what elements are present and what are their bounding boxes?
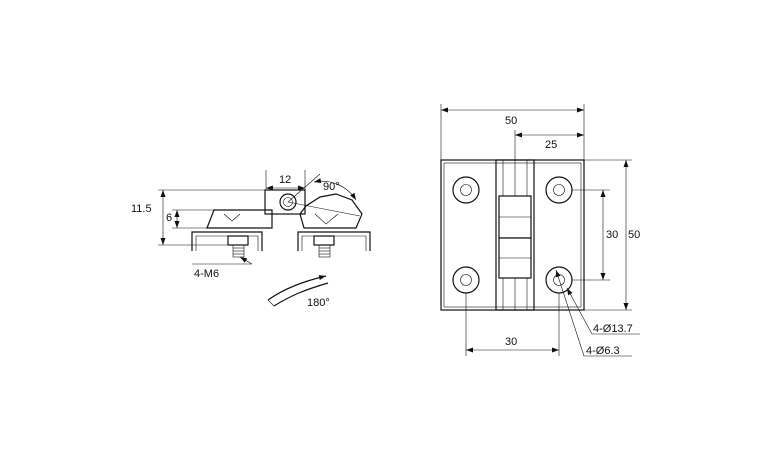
right-bolt xyxy=(313,235,335,258)
callout-counterbore: 4-Ø13.7 xyxy=(593,323,633,335)
callout-4-m6: 4-M6 xyxy=(194,268,219,280)
pin-inner xyxy=(283,197,293,207)
dim-12: 12 xyxy=(279,174,291,186)
hole-top-right xyxy=(545,176,573,204)
dim-top-50: 50 xyxy=(505,115,517,127)
hole-top-left xyxy=(452,176,480,204)
right-leaf xyxy=(299,193,363,229)
angle-90: 90° xyxy=(323,181,340,193)
callout-hole: 4-Ø6.3 xyxy=(586,345,620,357)
left-base-plate xyxy=(191,231,263,251)
right-base-plate xyxy=(297,231,371,251)
dim-11-5: 11.5 xyxy=(131,203,152,215)
side-view: 11.5 6 12 90° 4-M6 180° xyxy=(131,170,371,309)
dim-bottom-30: 30 xyxy=(505,336,517,348)
rotation-arrow xyxy=(267,275,327,301)
left-leaf xyxy=(206,209,273,229)
dim-6: 6 xyxy=(166,212,172,224)
left-bolt xyxy=(227,235,249,258)
dim-25: 25 xyxy=(545,139,557,151)
hole-bottom-left xyxy=(452,266,480,294)
angle-180: 180° xyxy=(307,297,330,309)
dim-vert-30: 30 xyxy=(606,229,618,241)
pin-outer xyxy=(279,193,297,211)
front-view: 50 25 30 50 30 4-Ø13.7 4-Ø6.3 xyxy=(440,104,640,357)
dim-vert-50: 50 xyxy=(628,229,640,241)
